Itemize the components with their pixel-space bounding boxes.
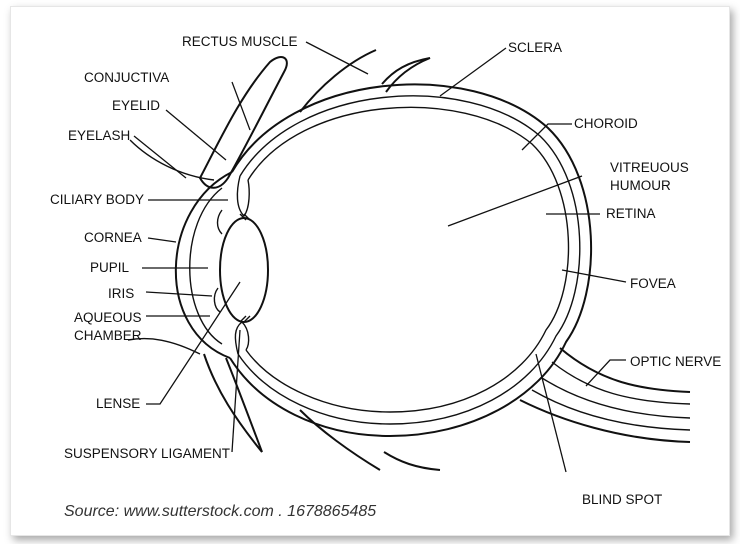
label-optic-nerve: OPTIC NERVE — [630, 354, 721, 369]
label-blind-spot: BLIND SPOT — [582, 492, 662, 507]
label-pupil: PUPIL — [90, 260, 130, 275]
rectus-muscle-bottom — [300, 410, 440, 470]
label-ciliary-body: CILIARY BODY — [50, 192, 144, 207]
pointer-blind-spot — [536, 354, 566, 472]
label-rectus-muscle: RECTUS MUSCLE — [182, 34, 298, 49]
label-sclera: SCLERA — [508, 40, 562, 55]
pointer-lines — [134, 42, 626, 472]
label-vitreous-line1: VITREUOUS — [610, 160, 689, 175]
label-aqueous-line1: AQUEOUS — [74, 310, 142, 325]
label-eyelash: EYELASH — [68, 128, 130, 143]
pointer-cornea — [148, 238, 176, 242]
pointer-eyelid — [166, 110, 226, 160]
eyeball — [230, 84, 591, 436]
pointer-sclera — [440, 48, 506, 96]
ciliary-body-top — [237, 176, 249, 216]
upper-eyelid — [200, 57, 287, 188]
optic-nerve-fibers — [532, 362, 690, 430]
label-lense: LENSE — [96, 396, 140, 411]
label-retina: RETINA — [606, 206, 656, 221]
ciliary-body-bottom — [235, 322, 248, 354]
label-fovea: FOVEA — [630, 276, 676, 291]
label-suspensory-ligament: SUSPENSORY LIGAMENT — [64, 446, 230, 461]
label-conjuctiva: CONJUCTIVA — [84, 70, 169, 85]
label-aqueous-line2: CHAMBER — [74, 328, 142, 343]
lens-shape — [220, 218, 268, 322]
label-choroid: CHOROID — [574, 116, 638, 131]
pointer-eyelash — [134, 136, 186, 178]
iris-lower — [214, 288, 220, 312]
label-eyelid: EYELID — [112, 98, 160, 113]
iris-upper — [218, 210, 223, 234]
label-vitreous-line2: HUMOUR — [610, 178, 671, 193]
pointer-vitreous — [448, 176, 582, 226]
pointer-fovea — [562, 270, 626, 282]
source-caption: Source: www.sutterstock.com . 1678865485 — [64, 503, 376, 520]
label-iris: IRIS — [108, 286, 134, 301]
retina-outline — [246, 107, 568, 412]
pointer-conjuctiva — [232, 82, 250, 130]
aqueous-boundary — [190, 188, 222, 344]
label-cornea: CORNEA — [84, 230, 142, 245]
choroid-outline — [238, 96, 580, 424]
